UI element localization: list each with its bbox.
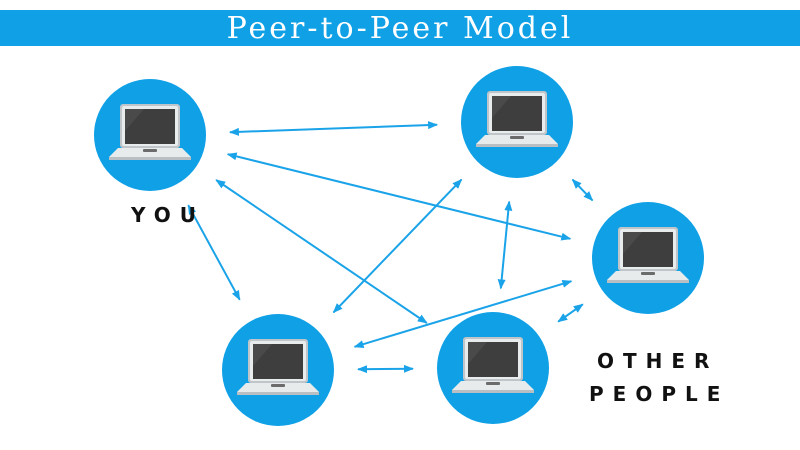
title-bar <box>0 10 800 46</box>
node-peer-right <box>592 202 704 314</box>
node-you <box>94 79 206 191</box>
laptop-icon <box>237 339 319 395</box>
laptop-icon <box>452 337 534 393</box>
laptop-icon <box>607 227 689 283</box>
connection-arrow-you-to-peer-bottom-middle <box>215 179 428 324</box>
you-label: YOU <box>131 203 206 227</box>
page-title: Peer-to-Peer Model <box>226 11 574 46</box>
node-peer-bottom-left <box>222 314 334 426</box>
node-peer-top <box>461 66 573 178</box>
connection-arrow-peer-top-to-peer-bottom-middle <box>497 200 513 290</box>
connection-arrow-peer-top-to-peer-right <box>571 178 594 202</box>
connection-arrow-peer-top-to-peer-bottom-left <box>332 178 463 314</box>
laptop-icon <box>476 91 558 147</box>
connection-arrow-you-to-peer-top <box>228 121 439 136</box>
other-people-label-line1: OTHER <box>597 349 719 373</box>
other-people-label-line2: PEOPLE <box>589 382 730 406</box>
connection-arrow-peer-bottom-left-to-peer-bottom-middle <box>357 364 414 374</box>
laptop-icon <box>109 104 191 160</box>
node-peer-bottom-middle <box>437 312 549 424</box>
connection-arrow-peer-right-to-peer-bottom-left <box>353 279 573 349</box>
connection-arrow-peer-right-to-peer-bottom-middle <box>557 303 584 323</box>
